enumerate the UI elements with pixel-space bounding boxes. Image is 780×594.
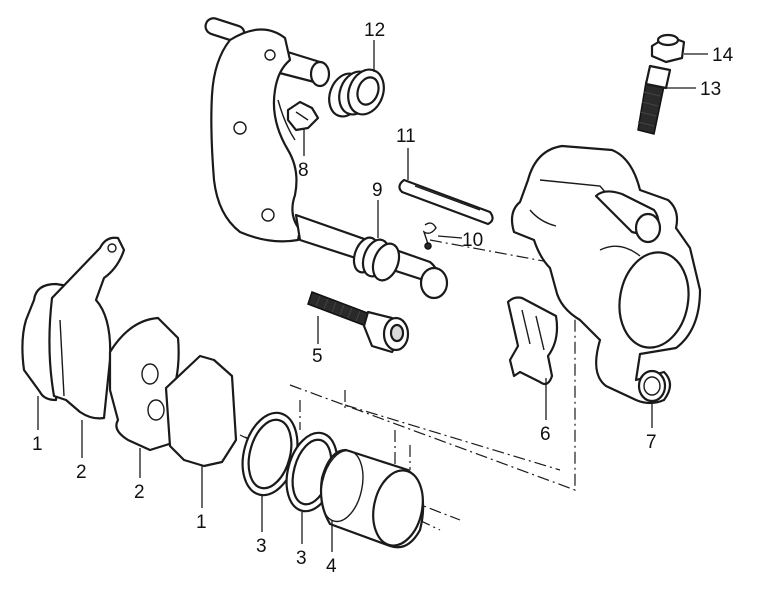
shim-2-left: [48, 236, 126, 420]
cotter-clip-10: [422, 222, 437, 250]
callout-leaders: [37, 40, 708, 552]
callout-13: 13: [700, 79, 721, 100]
callout-7: 7: [646, 432, 657, 453]
callout-9: 9: [372, 180, 383, 201]
callout-6: 6: [540, 424, 551, 445]
callout-14: 14: [712, 45, 734, 66]
callout-2-left: 2: [76, 462, 87, 483]
callout-8: 8: [298, 160, 309, 181]
callout-10: 10: [462, 230, 483, 251]
callout-2-right: 2: [134, 482, 145, 503]
piston-4: [319, 448, 425, 549]
callout-1-right: 1: [196, 512, 207, 533]
callout-11: 11: [396, 126, 416, 147]
callout-5: 5: [312, 346, 323, 367]
pad-spring-6: [506, 296, 559, 386]
bleeder-screw-13: [637, 64, 672, 135]
pad-pin-11: [398, 178, 494, 226]
brake-pad-1-right: [164, 354, 238, 468]
callout-12: 12: [364, 20, 385, 41]
pin-boot-9: [352, 236, 401, 282]
pin-boot-12: [328, 68, 385, 118]
caliper-body-7: [510, 144, 702, 405]
callout-3-outer: 3: [256, 536, 267, 557]
caliper-bracket: [204, 17, 449, 300]
clip-8: [286, 100, 320, 132]
callout-labels: 12 11 8 9 10 14 13 5 6 7 1 2 2 1 3 3 4: [32, 20, 734, 577]
callout-4: 4: [326, 556, 337, 577]
seal-3-outer: [241, 411, 299, 497]
callout-1-left: 1: [32, 434, 43, 455]
callout-3-inner: 3: [296, 548, 307, 569]
bolt-5: [307, 291, 410, 354]
bleeder-cap-14: [650, 33, 686, 64]
